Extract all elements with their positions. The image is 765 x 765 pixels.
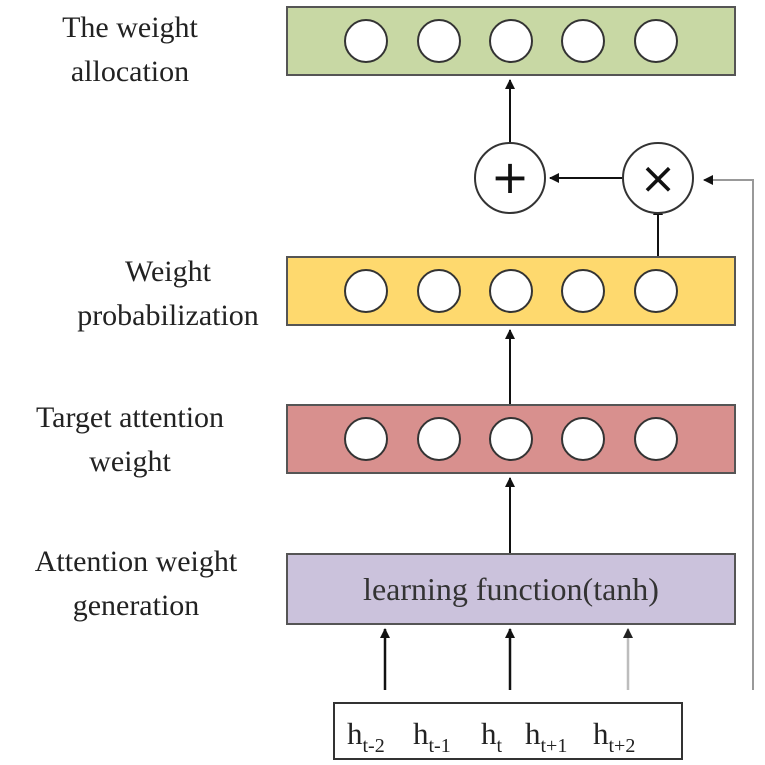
add-operator-circle bbox=[474, 142, 546, 214]
input-token: ht+2 bbox=[593, 716, 636, 757]
multiply-operator-circle bbox=[622, 142, 694, 214]
label-line: Weight bbox=[125, 255, 211, 288]
node bbox=[633, 19, 678, 63]
node bbox=[561, 19, 606, 63]
node bbox=[344, 19, 389, 63]
input-sequence-box: ht-2 ht-1 ht ht+1 ht+2 bbox=[333, 702, 683, 760]
node bbox=[561, 417, 606, 461]
node bbox=[488, 269, 533, 313]
label-line: probabilization bbox=[77, 299, 259, 332]
node bbox=[344, 269, 389, 313]
node bbox=[344, 417, 389, 461]
learning-function-text: learning function(tanh) bbox=[363, 570, 659, 607]
input-token: ht-2 bbox=[347, 716, 385, 757]
label-line: allocation bbox=[70, 55, 190, 88]
label-line: weight bbox=[89, 445, 171, 478]
target-attention-weight-layer bbox=[286, 404, 736, 474]
node bbox=[416, 417, 461, 461]
input-token: ht bbox=[481, 716, 503, 757]
label-line: Attention weight bbox=[34, 545, 238, 578]
label-attention-weight-generation: Attention weight generation bbox=[2, 540, 270, 628]
node bbox=[416, 269, 461, 313]
label-line: The weight bbox=[62, 11, 198, 44]
node bbox=[416, 19, 461, 63]
weight-probabilization-layer bbox=[286, 256, 736, 326]
node bbox=[561, 269, 606, 313]
input-token: ht+1 bbox=[525, 716, 568, 757]
node bbox=[633, 417, 678, 461]
node bbox=[488, 19, 533, 63]
node bbox=[633, 269, 678, 313]
label-weight-probabilization: Weight probabilization bbox=[58, 250, 278, 338]
node bbox=[488, 417, 533, 461]
label-weight-allocation: The weight allocation bbox=[30, 6, 230, 94]
attention-weight-generation-layer: learning function(tanh) bbox=[286, 553, 736, 625]
label-line: Target attention bbox=[35, 401, 225, 434]
multiply-operator-icon: × bbox=[640, 153, 677, 204]
label-line: generation bbox=[72, 589, 200, 622]
input-token: ht-1 bbox=[413, 716, 451, 757]
add-operator-icon: + bbox=[491, 150, 530, 204]
weight-allocation-layer bbox=[286, 6, 736, 76]
label-target-attention-weight: Target attention weight bbox=[10, 396, 250, 484]
skip-connection bbox=[703, 175, 754, 690]
